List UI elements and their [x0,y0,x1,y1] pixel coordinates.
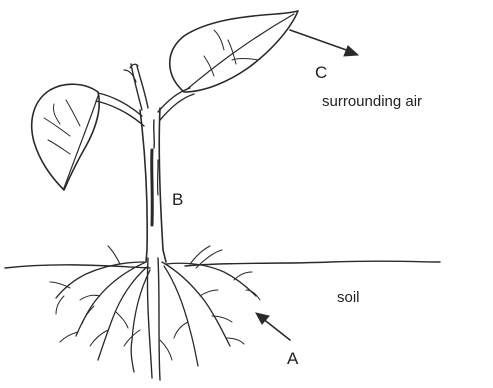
arrow-a [256,313,290,340]
soil-surface-line [5,261,440,268]
shoot-tip [124,64,148,110]
right-leaf-petiole [158,88,194,120]
left-leaf-petiole [96,93,144,126]
label-surrounding-air: surrounding air [322,93,422,110]
arrow-c [290,30,358,56]
xylem-vessel [152,150,153,225]
label-a: A [287,349,299,368]
label-b: B [172,190,183,209]
stem [140,108,166,262]
left-leaf [32,84,100,190]
right-leaf [170,11,298,92]
label-soil: soil [337,289,360,306]
root-system [50,246,260,380]
label-c: C [315,63,327,82]
